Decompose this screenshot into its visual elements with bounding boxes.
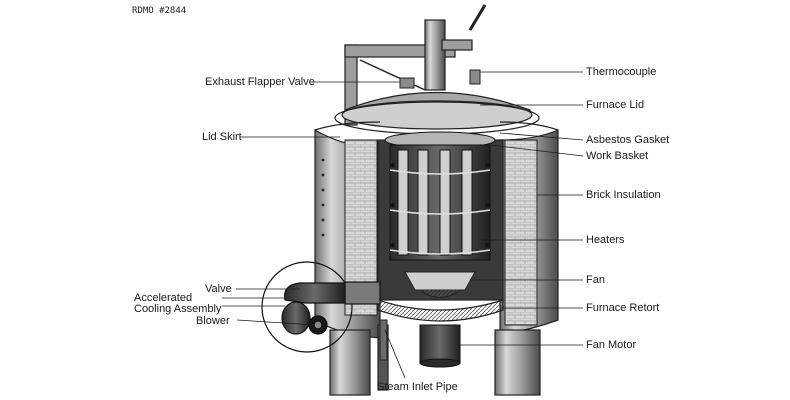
label-blower: Blower [196,315,230,327]
fan-motor [419,324,461,368]
label-work-basket: Work Basket [586,150,649,162]
label-asbestos-gasket: Asbestos Gasket [586,134,670,146]
label-accelerated-cooling-line2: Cooling Assembly [134,303,222,315]
label-heaters: Heaters [586,234,625,246]
steam-inlet-pipe [379,319,388,361]
label-steam-inlet-pipe: Steam Inlet Pipe [377,381,458,393]
label-thermocouple: Thermocouple [586,66,657,78]
label-brick-insulation: Brick Insulation [586,189,661,201]
work-basket [384,131,496,261]
fan [404,271,476,298]
label-accelerated-cooling-line1: Accelerated [134,292,193,304]
accelerated-cooling-assembly [261,261,381,353]
label-furnace-retort: Furnace Retort [586,302,660,314]
label-valve: Valve [205,283,232,295]
label-exhaust-flapper-valve: Exhaust Flapper Valve [205,76,315,88]
label-furnace-lid: Furnace Lid [586,99,645,111]
label-lid-skirt: Lid Skirt [202,131,242,143]
document-id: RDMO #2844 [132,6,187,16]
furnace-lid [334,91,540,135]
label-fan-motor: Fan Motor [586,339,637,351]
label-fan: Fan [586,274,605,286]
lid-fittings [399,69,481,89]
leader-lines [222,71,584,379]
